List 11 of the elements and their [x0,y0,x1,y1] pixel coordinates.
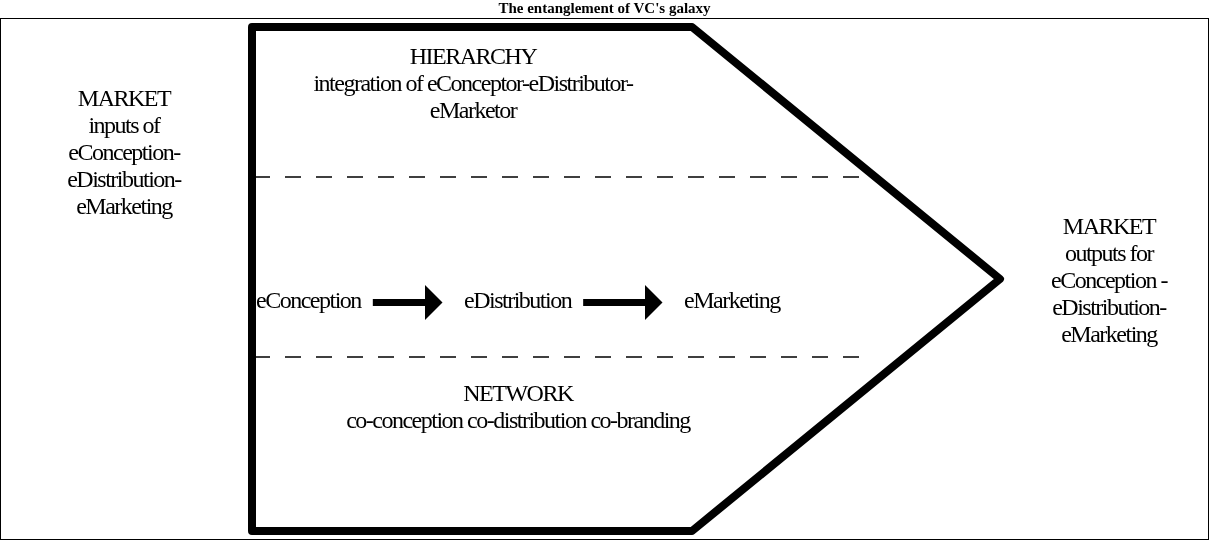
network-label: co-conception co-distribution co-branding [345,407,692,434]
block-arrow [372,285,443,320]
hierarchy-label: HIERARCHY [408,43,538,70]
process-label: eConception [256,287,361,314]
network-label: NETWORK [462,380,575,407]
hierarchy-label: integration of eConceptor-eDistributor-eMarketor [312,70,634,124]
market-inputs-label: MARKET inputs of eConception-eDistribution-eMarketing [66,85,183,220]
process-label: eMarketing [684,287,780,314]
diagram-title: The entanglement of VC's galaxy [497,0,712,17]
market-outputs-label: MARKET outputs for eConception - eDistribution-eMarketing [1050,213,1169,348]
process-label: eDistribution [464,287,572,314]
